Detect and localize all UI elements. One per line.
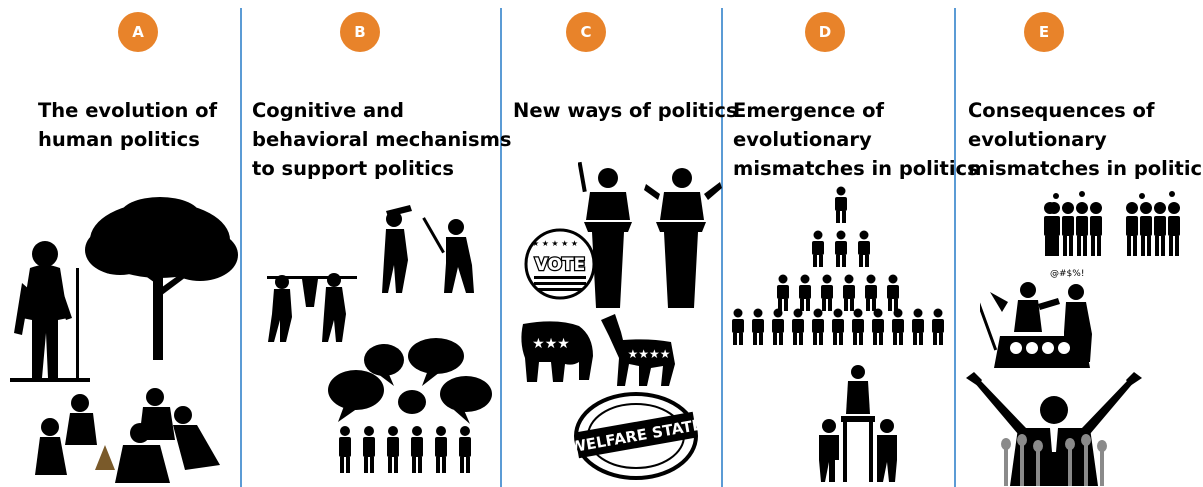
debate-podiums-icon bbox=[578, 161, 722, 308]
speaker-raised-arms-icon bbox=[966, 372, 1142, 486]
panel-a: A The evolution of human politics bbox=[0, 0, 240, 487]
fighters-icon bbox=[382, 205, 474, 293]
crowd-row-icon bbox=[339, 426, 471, 473]
divider-ab bbox=[240, 8, 242, 487]
panel-d-badge: D bbox=[805, 12, 845, 52]
divider-cd bbox=[721, 8, 723, 487]
panel-e: E Consequences of evolutionary mismatche… bbox=[956, 0, 1203, 487]
vote-stamp-text: VOTE bbox=[535, 255, 586, 275]
leader-podium-icon bbox=[819, 365, 897, 482]
welfare-state-stamp-icon: WELFARE STATE bbox=[572, 392, 700, 480]
hierarchy-pyramid-icon bbox=[732, 186, 944, 345]
svg-text:★★★: ★★★ bbox=[532, 336, 570, 352]
panel-e-title: Consequences of evolutionary mismatches … bbox=[968, 99, 1203, 180]
svg-text:★ ★ ★ ★ ★: ★ ★ ★ ★ ★ bbox=[532, 239, 578, 248]
panel-d: D Emergence of evolutionary mismatches i… bbox=[723, 0, 979, 487]
panel-b: B Cognitive and behavioral mechanisms to… bbox=[242, 0, 512, 487]
elephant-icon: ★★★ bbox=[521, 321, 593, 382]
svg-text:★★★★: ★★★★ bbox=[627, 347, 670, 361]
panel-e-badge: E bbox=[1024, 12, 1064, 52]
panel-a-title: The evolution of human politics bbox=[38, 99, 218, 151]
panel-a-badge: A bbox=[118, 12, 158, 52]
speech-bubbles-icon bbox=[328, 338, 492, 424]
tree-icon bbox=[85, 197, 238, 360]
divider-bc bbox=[500, 8, 502, 487]
panel-d-title: Emergence of evolutionary mismatches in … bbox=[733, 99, 979, 180]
panel-b-badge: B bbox=[340, 12, 380, 52]
donkey-icon: ★★★★ bbox=[601, 314, 675, 386]
panel-c-title: New ways of politics bbox=[513, 99, 738, 122]
panel-b-title: Cognitive and behavioral mechanisms to s… bbox=[252, 99, 512, 180]
hunters-carrying-icon bbox=[267, 273, 357, 342]
parliament-brawl-icon: @#$%! bbox=[980, 269, 1092, 368]
panel-c-badge: C bbox=[566, 12, 606, 52]
caveman-icon bbox=[10, 241, 90, 382]
campfire-group-icon bbox=[35, 388, 220, 483]
swear-text: @#$%! bbox=[1050, 269, 1084, 279]
panel-c: C New ways of politics ★ ★ ★ ★ ★ VOTE ★★… bbox=[502, 0, 738, 487]
angry-crowds-icon bbox=[1044, 191, 1180, 256]
divider-de bbox=[954, 8, 956, 487]
vote-stamp-icon: ★ ★ ★ ★ ★ VOTE bbox=[524, 228, 596, 300]
